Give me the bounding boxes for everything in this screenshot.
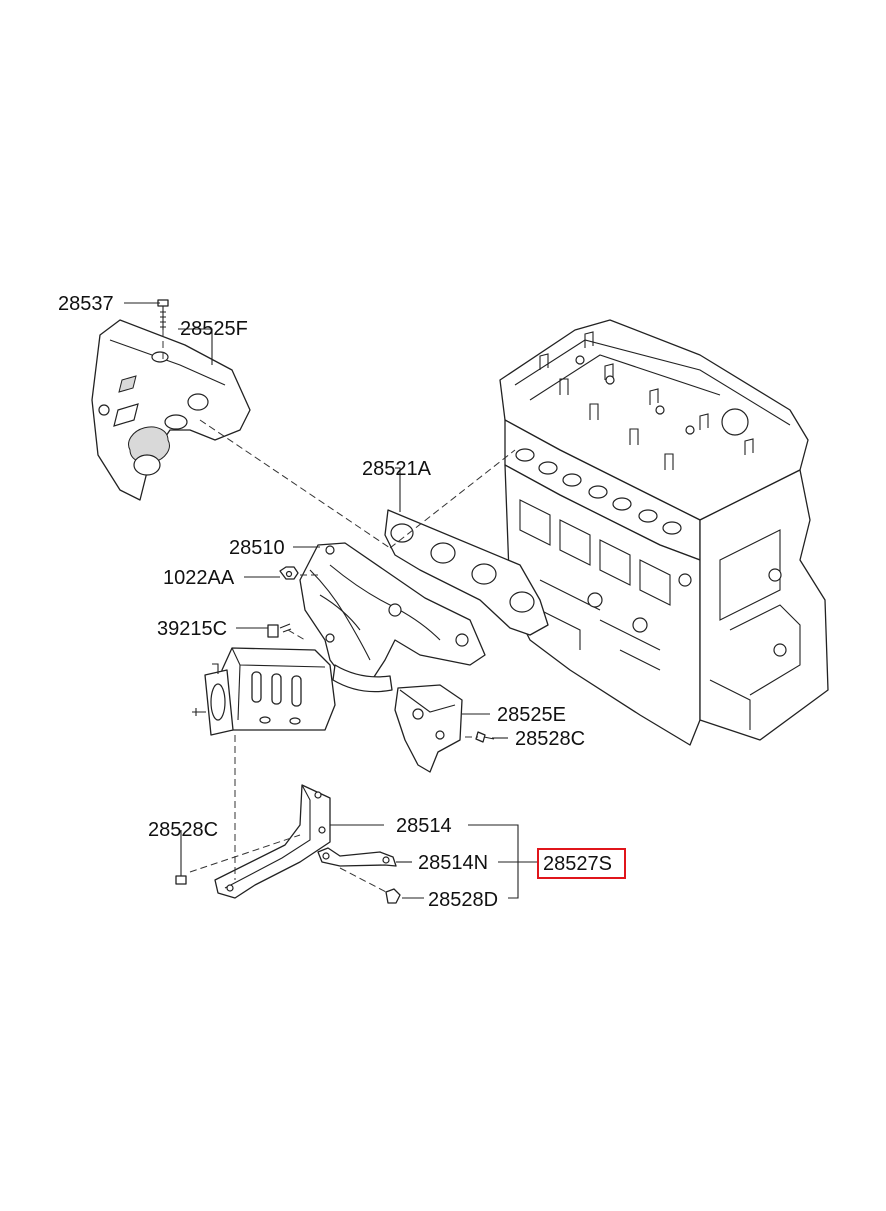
bracket-28514 xyxy=(214,784,331,899)
label-28514N[interactable]: 28514N xyxy=(418,852,488,874)
engine-block xyxy=(499,319,829,746)
nut-1022AA xyxy=(279,566,299,580)
label-28521A[interactable]: 28521A xyxy=(362,458,432,480)
label-28528C-right[interactable]: 28528C xyxy=(515,728,585,750)
bracket-28514N xyxy=(317,847,397,867)
label-28525F[interactable]: 28525F xyxy=(180,318,248,340)
label-28514[interactable]: 28514 xyxy=(396,815,452,837)
part-labels: 28537 28525F 28521A 28510 1022AA 39215C … xyxy=(58,293,626,911)
label-28537[interactable]: 28537 xyxy=(58,293,114,315)
bolt-28528D xyxy=(385,888,401,904)
exhaust-manifold-28510 xyxy=(299,542,486,681)
bolt-28537 xyxy=(157,299,169,330)
label-28510[interactable]: 28510 xyxy=(229,537,285,559)
label-28528C-left[interactable]: 28528C xyxy=(148,819,218,841)
label-28528D[interactable]: 28528D xyxy=(428,889,498,911)
label-39215C[interactable]: 39215C xyxy=(157,618,227,640)
bolt-28528C-left xyxy=(175,846,187,885)
label-28525E[interactable]: 28525E xyxy=(497,704,566,726)
assembly-guide-lines xyxy=(162,330,516,894)
highlight-box xyxy=(537,848,626,879)
bolt-28528C-right xyxy=(475,731,495,743)
label-28527S[interactable]: 28527S xyxy=(543,853,612,875)
heat-protector-upper xyxy=(91,319,251,501)
label-1022AA[interactable]: 1022AA xyxy=(163,567,235,589)
sensor-39215C xyxy=(267,623,292,638)
catalytic-converter xyxy=(192,647,393,736)
gasket-28521A xyxy=(384,509,549,636)
heat-protector-lower xyxy=(394,684,463,773)
leader-lines xyxy=(124,302,538,899)
